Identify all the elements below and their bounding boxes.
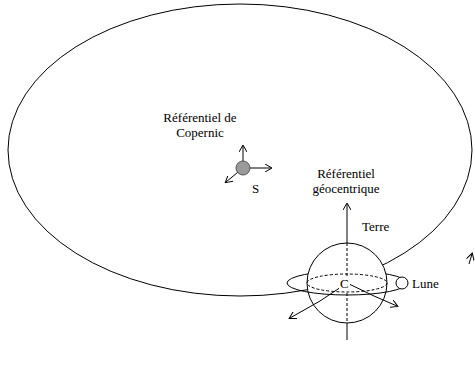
earth-sphere bbox=[307, 243, 387, 323]
frame-label: Référentiel géocentrique bbox=[300, 166, 392, 196]
geo-axis bbox=[347, 204, 348, 243]
earth-orbit bbox=[8, 4, 472, 296]
center-label: C bbox=[339, 276, 350, 291]
geo-axis bbox=[290, 301, 320, 318]
frame-label: Référentiel de Copernic bbox=[160, 110, 240, 140]
moon-label: Lune bbox=[412, 276, 439, 291]
geo-axis bbox=[374, 296, 397, 306]
geo-axis bbox=[347, 323, 348, 340]
orbit-direction-arrow bbox=[469, 254, 472, 264]
earth-equator bbox=[307, 274, 387, 292]
planet-label: Terre bbox=[362, 219, 389, 234]
sun-symbol bbox=[236, 161, 250, 175]
moon-symbol bbox=[396, 277, 408, 289]
sun-label: S bbox=[252, 181, 259, 196]
geo-axis bbox=[347, 283, 374, 296]
